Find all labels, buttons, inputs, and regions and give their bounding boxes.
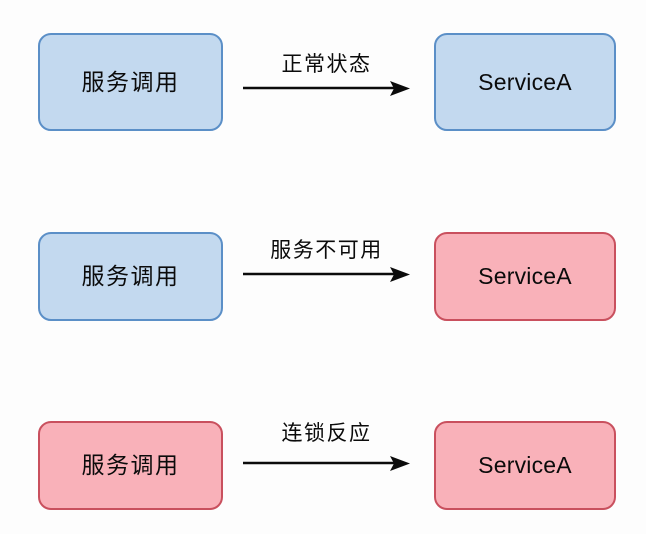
arrow-row2	[243, 266, 410, 282]
node-label: ServiceA	[478, 263, 572, 289]
node-service-a-row3[interactable]: ServiceA	[434, 421, 616, 510]
edge-label-row1: 正常状态	[281, 53, 372, 76]
node-service-a-row2[interactable]: ServiceA	[434, 232, 616, 321]
node-service-caller-row1[interactable]: 服务调用	[38, 33, 223, 131]
node-service-caller-row3[interactable]: 服务调用	[38, 421, 223, 510]
node-service-a-row1[interactable]: ServiceA	[434, 33, 616, 131]
arrow-right-icon	[243, 81, 410, 96]
node-service-caller-row2[interactable]: 服务调用	[38, 232, 223, 321]
arrow-row1	[243, 80, 410, 96]
node-label: 服务调用	[81, 68, 180, 95]
node-label: 服务调用	[81, 263, 180, 289]
edge-label-row2: 服务不可用	[270, 239, 383, 262]
arrow-right-icon	[243, 267, 410, 282]
node-label: ServiceA	[478, 452, 572, 478]
node-label: ServiceA	[478, 68, 572, 95]
node-label: 服务调用	[81, 452, 180, 478]
arrow-row3	[243, 455, 410, 471]
edge-label-row3: 连锁反应	[281, 422, 372, 445]
arrow-right-icon	[243, 456, 410, 471]
